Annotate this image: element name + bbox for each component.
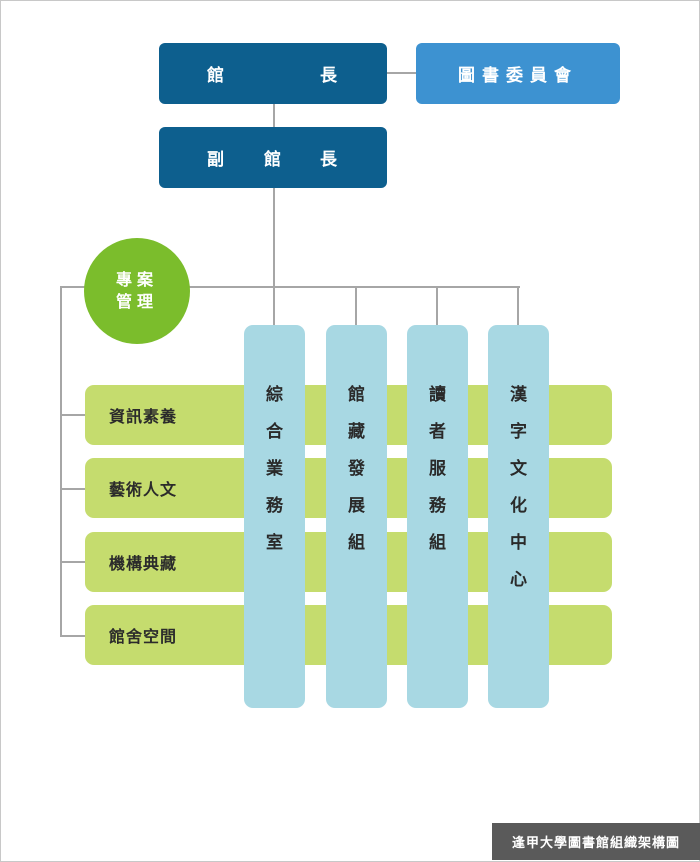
project-management-line-2: 管理 [115,292,158,311]
connector-director-deputy [273,103,275,127]
connector-branch-4 [517,286,519,325]
chart-caption: 逢甲大學圖書館組織架構圖 [492,823,700,860]
column-char: 漢 [510,385,527,405]
deputy-label-part-1: 副 [207,150,224,170]
library-committee-label: 圖書委員會 [458,66,578,86]
column-char: 合 [266,422,283,442]
column-char: 展 [348,496,365,516]
project-bar-label: 藝術人文 [109,480,178,499]
column-char: 化 [510,496,527,516]
column-char: 字 [510,422,527,442]
column-char: 組 [348,533,365,553]
column-char: 組 [429,533,446,553]
connector-director-committee [387,72,417,74]
connector-project-2 [60,488,85,490]
column-char: 發 [348,459,365,479]
chart-caption-text: 逢甲大學圖書館組織架構圖 [511,836,680,851]
project-bar-label: 館舍空間 [109,627,178,646]
project-management-line-1: 專案 [115,270,158,289]
dept-column-reader-services: 讀 者 服 務 組 [407,325,468,708]
connector-project-4 [60,635,85,637]
connector-project-1 [60,414,85,416]
director-label-part-2: 長 [320,66,337,86]
column-char: 綜 [266,385,283,405]
column-char: 文 [510,459,527,479]
column-char: 務 [429,496,446,516]
connector-horizontal [60,286,520,288]
column-char: 室 [266,533,283,553]
project-bar-label: 機構典藏 [109,554,178,573]
column-char: 藏 [348,422,365,442]
dept-column-general-affairs: 綜 合 業 務 室 [244,325,305,708]
director-label-part-1: 館 [207,66,224,86]
column-char: 者 [429,422,446,442]
column-char: 務 [266,496,283,516]
library-committee-box: 圖書委員會 [416,43,620,104]
column-char: 心 [510,570,527,590]
deputy-director-box: 副 館 長 [159,127,387,188]
column-char: 業 [266,459,283,479]
director-box: 館 長 [159,43,387,104]
column-char: 讀 [429,385,446,405]
connector-left-vertical [60,286,62,637]
dept-column-collection-development: 館 藏 發 展 組 [326,325,387,708]
deputy-label-part-3: 長 [320,150,337,170]
dept-column-chinese-character-center: 漢 字 文 化 中 心 [488,325,549,708]
connector-project-3 [60,561,85,563]
project-bar-label: 資訊素養 [109,407,178,426]
column-char: 中 [510,533,527,553]
column-char: 館 [348,385,365,405]
connector-branch-2 [355,286,357,325]
deputy-label-part-2: 館 [264,150,281,170]
project-management-circle: 專案 管理 [84,238,190,344]
column-char: 服 [429,459,446,479]
connector-deputy-trunk [273,187,275,325]
connector-branch-3 [436,286,438,325]
